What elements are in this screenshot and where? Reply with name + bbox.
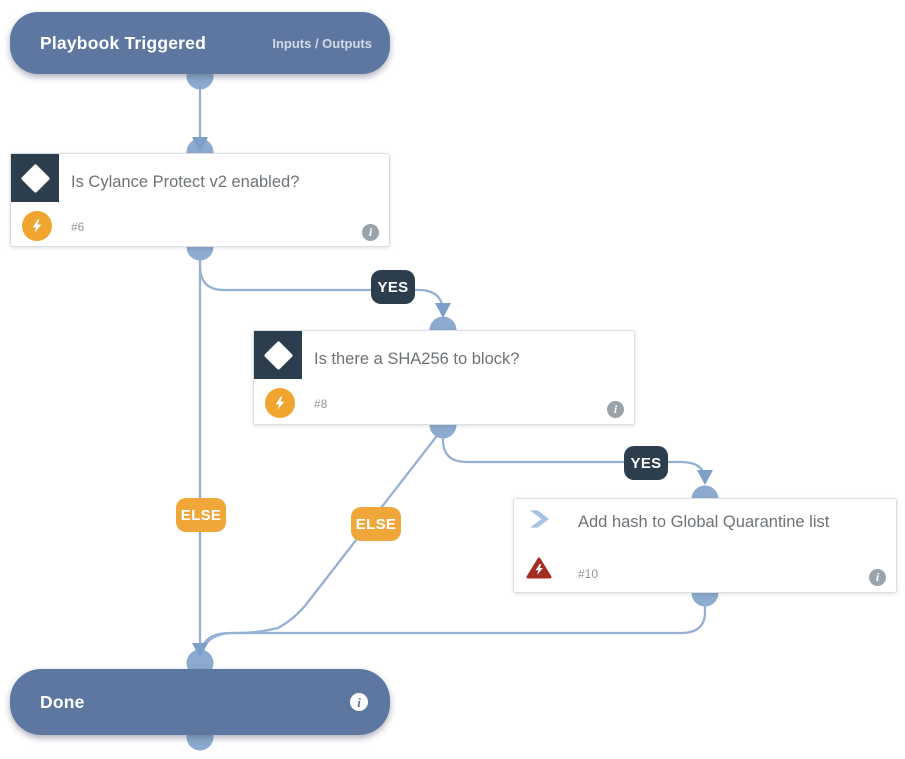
task-title: Add hash to Global Quarantine list bbox=[578, 513, 830, 531]
done-title: Done bbox=[40, 691, 85, 712]
error-warning-icon bbox=[526, 557, 552, 579]
automation-bolt-icon bbox=[22, 211, 52, 241]
automation-bolt-icon bbox=[265, 388, 295, 418]
connector-lines bbox=[198, 76, 707, 652]
branch-label-yes-task8[interactable]: YES bbox=[624, 446, 668, 480]
task-number: #10 bbox=[578, 567, 599, 581]
task-node-8[interactable]: Is there a SHA256 to block? #8 i bbox=[253, 330, 635, 425]
condition-icon bbox=[11, 154, 59, 202]
edge-task8-else-to-done bbox=[200, 427, 444, 649]
info-icon[interactable]: i bbox=[869, 569, 886, 586]
info-icon[interactable]: i bbox=[607, 401, 624, 418]
arrow-into-task10 bbox=[697, 470, 713, 485]
done-node[interactable]: Done i bbox=[10, 669, 390, 735]
diamond-icon bbox=[263, 340, 293, 370]
arrow-into-task6 bbox=[192, 137, 208, 152]
chevron-task-icon bbox=[529, 510, 550, 528]
task-number: #6 bbox=[71, 220, 85, 234]
lightning-icon bbox=[32, 219, 42, 233]
task-title: Is Cylance Protect v2 enabled? bbox=[71, 173, 300, 191]
task-title: Is there a SHA256 to block? bbox=[314, 350, 520, 368]
task-node-10[interactable]: Add hash to Global Quarantine list #10 i bbox=[513, 498, 897, 593]
edge-task10-to-done bbox=[201, 593, 707, 651]
arrow-into-done bbox=[192, 643, 208, 658]
task-node-6[interactable]: Is Cylance Protect v2 enabled? #6 i bbox=[10, 153, 390, 247]
inputs-outputs-link[interactable]: Inputs / Outputs bbox=[272, 35, 372, 51]
lightning-icon bbox=[275, 396, 285, 410]
playbook-triggered-node[interactable]: Playbook Triggered Inputs / Outputs bbox=[10, 12, 390, 74]
arrow-into-task8 bbox=[435, 303, 451, 318]
arrowheads bbox=[192, 137, 713, 658]
branch-label-else-task6[interactable]: ELSE bbox=[176, 498, 226, 532]
task-number: #8 bbox=[314, 397, 328, 411]
info-icon[interactable]: i bbox=[350, 693, 368, 711]
trigger-title: Playbook Triggered bbox=[40, 32, 207, 53]
branch-label-yes-task6[interactable]: YES bbox=[371, 270, 415, 304]
info-icon[interactable]: i bbox=[362, 224, 379, 241]
branch-label-else-task8[interactable]: ELSE bbox=[351, 507, 401, 541]
diamond-icon bbox=[20, 163, 50, 193]
edge-task6-yes-to-task8 bbox=[198, 250, 445, 314]
condition-icon bbox=[254, 331, 302, 379]
